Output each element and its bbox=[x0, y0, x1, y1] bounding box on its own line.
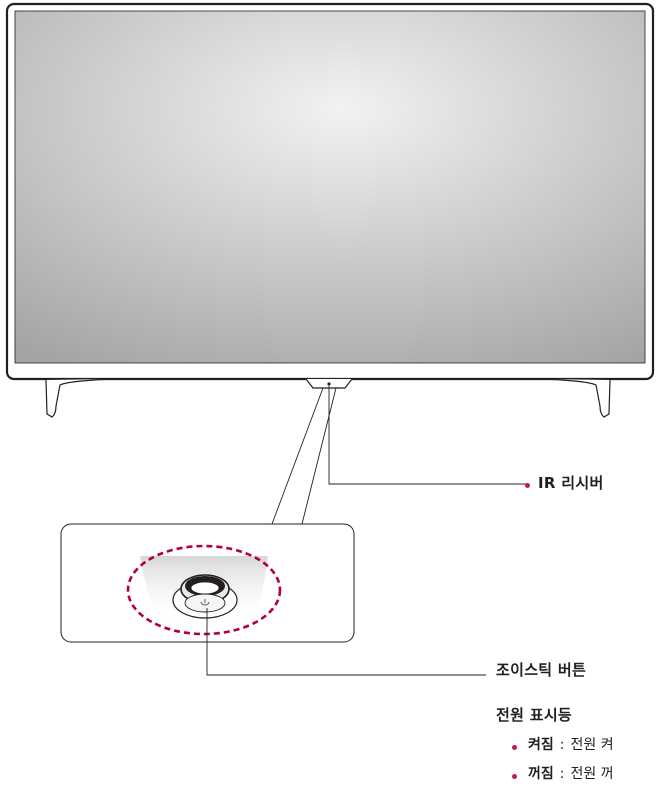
joystick-highlight-ring bbox=[126, 544, 282, 636]
power-off-state: 꺼짐 bbox=[528, 766, 554, 782]
ir-bullet-icon bbox=[525, 483, 530, 488]
zoom-line-right bbox=[301, 387, 337, 525]
power-symbol-icon bbox=[200, 599, 210, 606]
joystick-leader-line bbox=[206, 608, 486, 676]
on-bullet-icon bbox=[512, 745, 517, 750]
power-off-desc: 전원 꺼 bbox=[570, 766, 614, 782]
off-bullet-icon bbox=[512, 774, 517, 779]
zoom-line-left bbox=[271, 387, 324, 525]
ir-leader-line bbox=[328, 386, 526, 485]
tv-screen bbox=[14, 10, 646, 364]
power-on-line: 켜짐: 전원 켜 bbox=[528, 734, 614, 754]
ir-receiver-label: IR 리시버 bbox=[538, 474, 604, 492]
power-on-state: 켜짐 bbox=[528, 737, 554, 753]
power-off-separator: : bbox=[559, 766, 565, 782]
tv-right-foot bbox=[543, 378, 611, 418]
tv-left-foot bbox=[45, 378, 113, 418]
power-on-desc: 전원 켜 bbox=[570, 737, 614, 753]
power-indicator-title: 전원 표시등 bbox=[496, 706, 573, 724]
ir-receiver-point bbox=[327, 382, 331, 386]
joystick-knob-inner bbox=[190, 581, 220, 595]
power-off-line: 꺼짐: 전원 꺼 bbox=[528, 763, 614, 783]
power-on-separator: : bbox=[559, 737, 565, 753]
joystick-button-label: 조이스틱 버튼 bbox=[496, 661, 587, 679]
